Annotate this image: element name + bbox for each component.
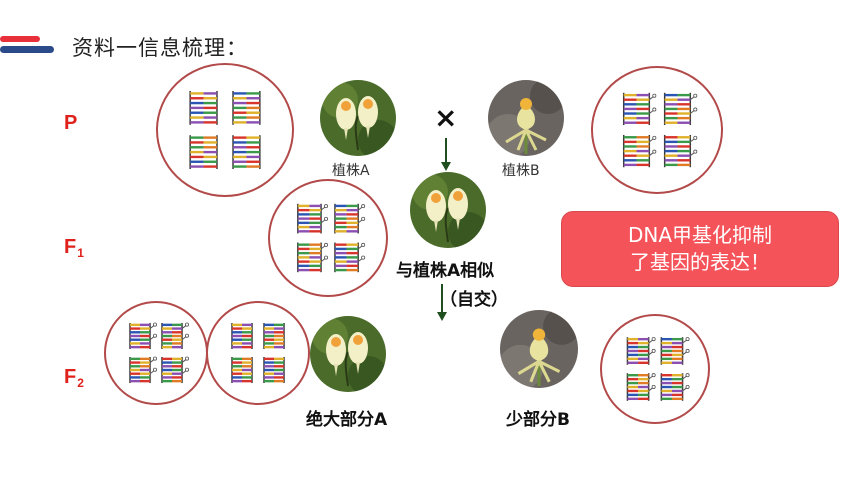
f2-minority-label: 少部分B	[506, 410, 570, 430]
page-title: 资料一信息梳理：	[72, 36, 248, 60]
dna-ladder-icon	[663, 134, 698, 168]
dna-circle-f2-right	[600, 314, 710, 424]
dna-ladder-icon	[232, 135, 261, 169]
dna-ladder-icon	[334, 203, 366, 234]
dna-ladder-icon	[622, 134, 657, 168]
plant-a-label: 植株A	[332, 163, 370, 179]
dna-circle-f1	[268, 179, 388, 297]
generation-label-p: P	[64, 112, 78, 134]
callout-line-1: DNA甲基化抑制	[627, 223, 773, 247]
dna-ladder-icon	[297, 203, 329, 234]
dna-ladder-icon	[660, 337, 690, 365]
dna-ladder-icon	[334, 242, 366, 273]
dna-ladder-icon	[263, 323, 285, 349]
plant-b-photo	[488, 80, 564, 156]
dna-ladder-icon	[231, 323, 253, 349]
callout-line-2: 了基因的表达！	[630, 250, 770, 274]
dna-circle-f2-a	[104, 301, 208, 405]
dna-ladder-icon	[129, 322, 158, 349]
selfing-label: （自交）	[440, 290, 508, 310]
dna-ladder-icon	[161, 356, 190, 383]
f2-majority-label: 绝大部分A	[306, 410, 388, 430]
cross-symbol: ×	[434, 101, 458, 134]
dna-ladder-icon	[626, 337, 656, 365]
plant-a-photo	[320, 80, 396, 156]
arrow-down-icon	[438, 138, 454, 172]
dna-ladder-icon	[189, 135, 218, 169]
dna-ladder-icon	[626, 373, 656, 401]
dna-ladder-icon	[232, 91, 261, 125]
dna-ladder-icon	[129, 356, 158, 383]
dna-ladder-icon	[189, 91, 218, 125]
plant-b-label: 植株B	[502, 163, 540, 179]
dna-ladder-icon	[660, 373, 690, 401]
f2-plant-a-photo	[310, 316, 386, 392]
dna-ladder-icon	[263, 357, 285, 383]
dna-circle-p-right	[591, 66, 723, 194]
generation-label-f2: F2	[64, 366, 84, 390]
arrow-down-icon	[434, 284, 450, 322]
methylation-callout: DNA甲基化抑制 了基因的表达！	[561, 211, 839, 287]
f1-similar-label: 与植株A相似	[396, 261, 495, 281]
generation-label-f1: F1	[64, 236, 84, 260]
f1-plant-photo	[410, 172, 486, 248]
dna-ladder-icon	[663, 92, 698, 126]
dna-ladder-icon	[622, 92, 657, 126]
dna-ladder-icon	[297, 242, 329, 273]
dna-circle-p-left	[156, 63, 294, 197]
dna-ladder-icon	[161, 322, 190, 349]
dna-circle-f2-b	[206, 301, 310, 405]
f2-plant-b-photo	[500, 310, 578, 388]
header-accent-bar	[0, 34, 54, 56]
dna-ladder-icon	[231, 357, 253, 383]
